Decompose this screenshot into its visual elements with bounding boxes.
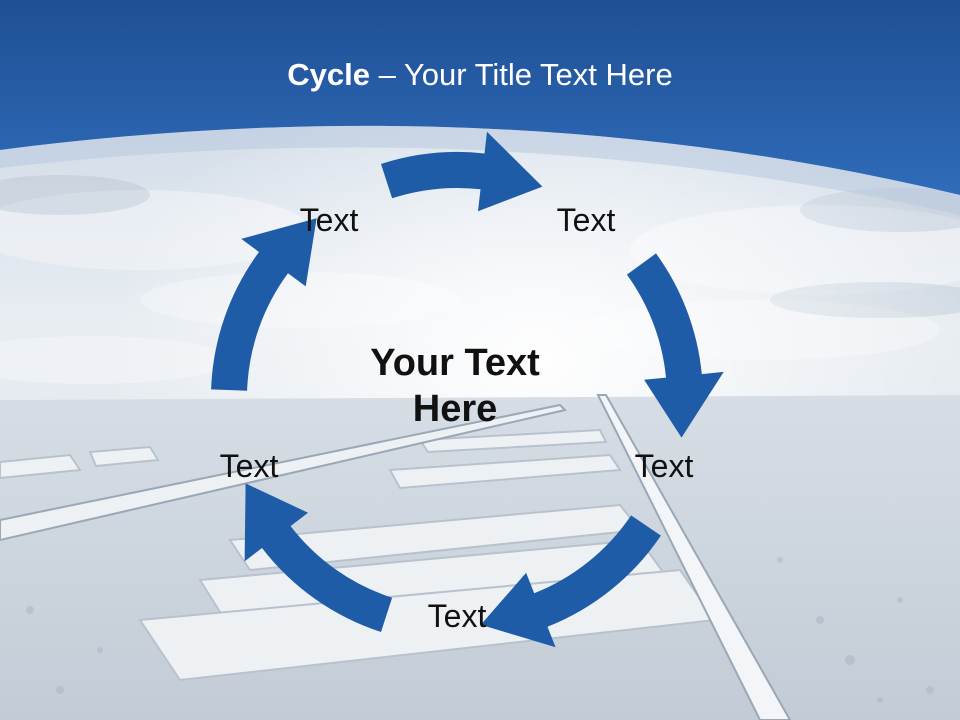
cycle-arrow-icon — [211, 218, 317, 391]
title-rest: – Your Title Text Here — [370, 57, 673, 92]
node-label-4: Text — [427, 598, 487, 634]
node-label-5: Text — [219, 448, 279, 484]
center-text: Your Text Here — [330, 340, 580, 432]
center-text-line-2: Here — [412, 388, 498, 430]
cycle-arrow-icon — [244, 483, 393, 632]
center-text-line-1: Your Text — [370, 342, 540, 384]
cycle-arrow-icon — [626, 253, 724, 438]
title-bold: Cycle — [287, 57, 370, 92]
node-label-1: Text — [299, 202, 359, 238]
node-label-2: Text — [556, 202, 616, 238]
cycle-arrow-icon — [480, 515, 661, 648]
cycle-arrow-icon — [381, 131, 543, 212]
node-label-3: Text — [634, 448, 694, 484]
header-band — [0, 0, 960, 195]
slide-title: Cycle – Your Title Text Here — [0, 55, 960, 95]
